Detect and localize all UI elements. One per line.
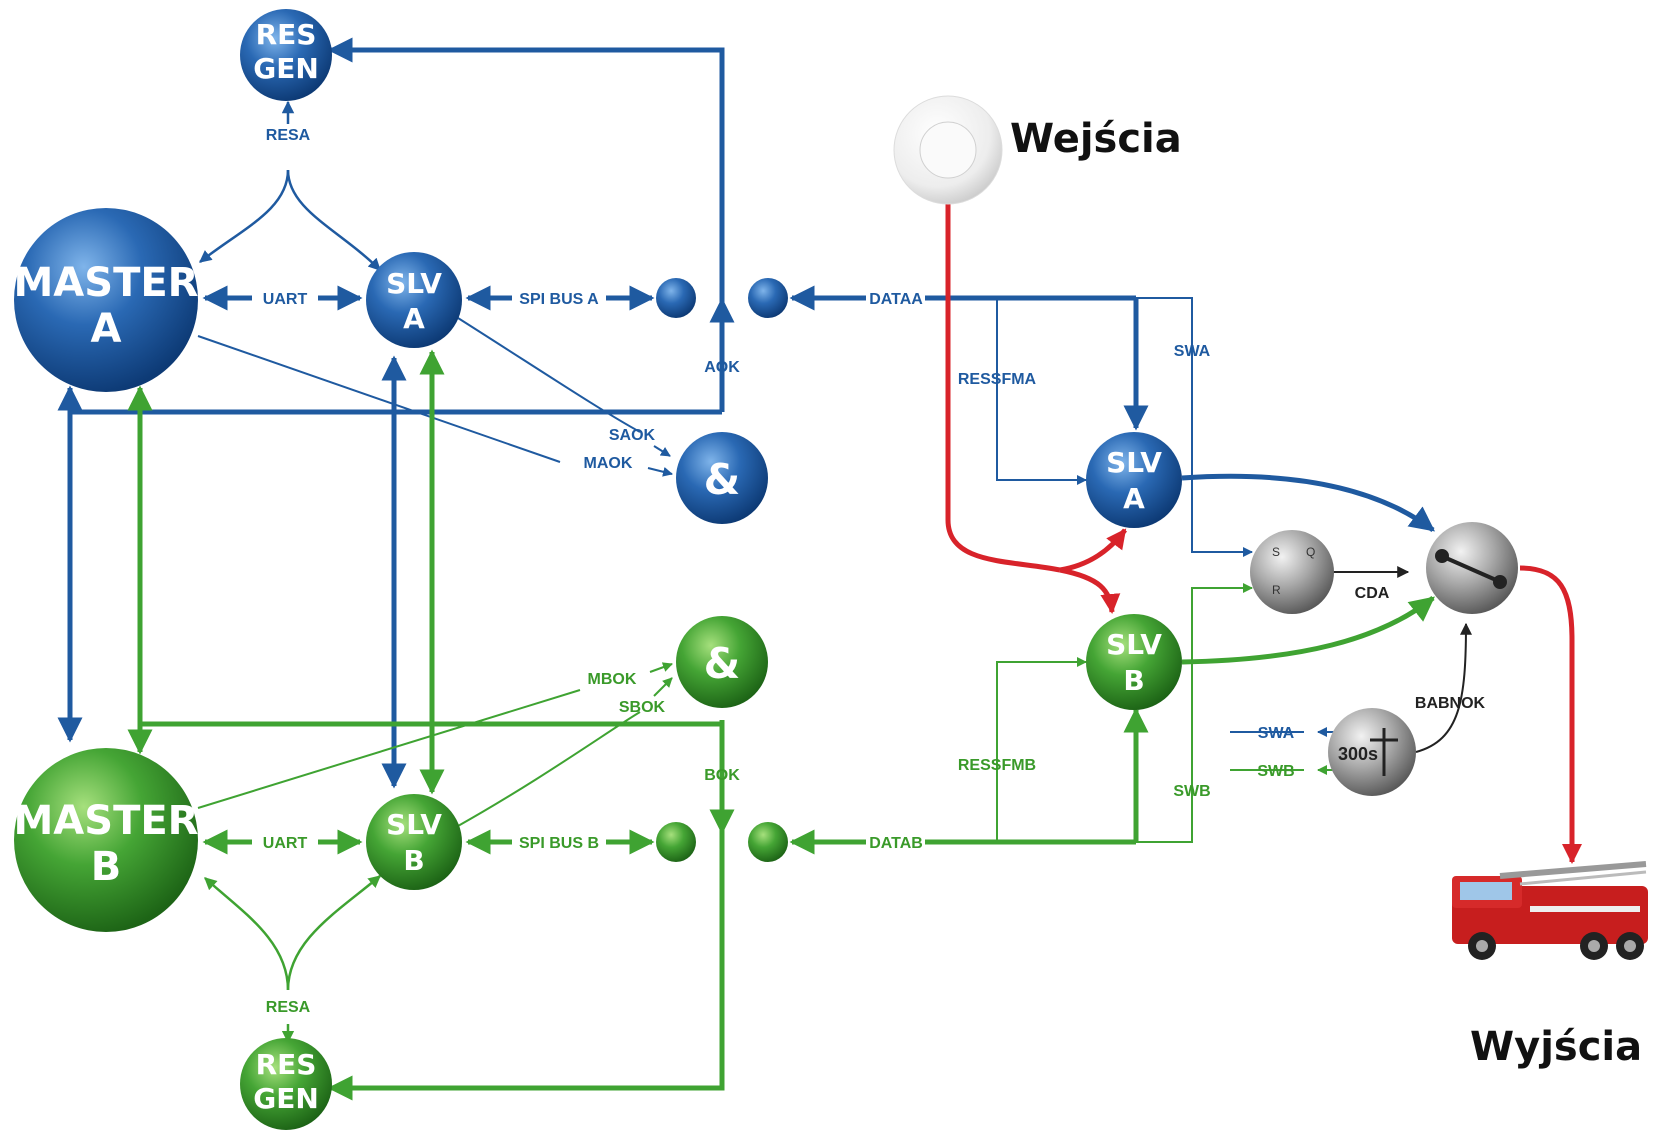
bus-a-junction-left bbox=[656, 278, 696, 318]
and-a-symbol: & bbox=[704, 455, 741, 504]
label-swb-timer: SWB bbox=[1257, 763, 1294, 780]
master-b-line1: MASTER bbox=[14, 798, 199, 844]
resgen-b-line2: GEN bbox=[253, 1082, 319, 1115]
label-maok: MAOK bbox=[584, 455, 633, 472]
bus-b-junction-right bbox=[748, 822, 788, 862]
master-b-line2: B bbox=[91, 844, 122, 890]
label-swa-top: SWA bbox=[1174, 343, 1211, 360]
resgen-a-node: RES GEN bbox=[240, 9, 332, 101]
aok-to-resgen-line bbox=[327, 37, 725, 410]
black-connections bbox=[1332, 566, 1472, 753]
label-resa-top: RESA bbox=[266, 127, 311, 144]
label-cda: CDA bbox=[1355, 585, 1390, 602]
timer-step-icon bbox=[1370, 728, 1398, 776]
slv-b-left-line1: SLV bbox=[386, 808, 442, 841]
sr-latch-q: Q bbox=[1306, 545, 1315, 559]
label-babnok: BABNOK bbox=[1415, 695, 1486, 712]
label-uart-a: UART bbox=[263, 291, 308, 308]
smoke-detector-icon bbox=[893, 95, 1003, 205]
diagram-labels: RESA UART SPI BUS A DATAA AOK SAOK MAOK … bbox=[263, 116, 1642, 1070]
switch-icon bbox=[1435, 549, 1507, 589]
label-ressfma: RESSFMA bbox=[958, 371, 1037, 388]
label-uart-b: UART bbox=[263, 835, 308, 852]
master-a-line2: A bbox=[91, 306, 122, 352]
green-connections bbox=[127, 349, 1435, 1101]
label-dataa: DATAA bbox=[869, 291, 923, 308]
resgen-b-line1: RES bbox=[256, 1048, 317, 1081]
label-spi-bus-a: SPI BUS A bbox=[519, 291, 599, 308]
label-swb-bottom: SWB bbox=[1173, 783, 1210, 800]
slv-b-right-line1: SLV bbox=[1106, 628, 1162, 661]
resgen-a-line1: RES bbox=[256, 18, 317, 51]
slv-b-left-node: SLV B bbox=[366, 794, 462, 890]
sr-latch-s: S bbox=[1272, 545, 1280, 559]
resgen-a-line2: GEN bbox=[253, 52, 319, 85]
and-a-node: & bbox=[676, 432, 768, 524]
slv-a-left-node: SLV A bbox=[366, 252, 462, 348]
bok-to-resgen-line bbox=[327, 720, 725, 1101]
slv-a-right-node: SLV A bbox=[1086, 432, 1182, 528]
label-aok: AOK bbox=[704, 359, 740, 376]
label-mbok: MBOK bbox=[588, 671, 637, 688]
and-b-node: & bbox=[676, 616, 768, 708]
label-resa-bottom: RESA bbox=[266, 999, 311, 1016]
slv-a-right-line1: SLV bbox=[1106, 446, 1162, 479]
slv-a-left-line1: SLV bbox=[386, 267, 442, 300]
bus-a-junction-right bbox=[748, 278, 788, 318]
slv-a-left-line2: A bbox=[403, 302, 425, 335]
label-sbok: SBOK bbox=[619, 699, 666, 716]
slv-b-right-node: SLV B bbox=[1086, 614, 1182, 710]
master-a-line1: MASTER bbox=[14, 260, 199, 306]
master-a-node: MASTER A bbox=[14, 208, 199, 392]
outputs-title: Wyjścia bbox=[1470, 1024, 1642, 1070]
sr-latch-node: S Q R bbox=[1250, 530, 1334, 614]
label-bok: BOK bbox=[704, 767, 740, 784]
blue-connections bbox=[57, 37, 1435, 789]
label-swa-timer: SWA bbox=[1258, 725, 1295, 742]
fire-truck-icon bbox=[1452, 861, 1648, 960]
bus-b-junction-left bbox=[656, 822, 696, 862]
master-b-node: MASTER B bbox=[14, 748, 199, 932]
resgen-b-node: RES GEN bbox=[240, 1038, 332, 1130]
inputs-title: Wejścia bbox=[1010, 116, 1182, 162]
red-connections bbox=[945, 200, 1582, 864]
label-ressfmb: RESSFMB bbox=[958, 757, 1036, 774]
and-b-symbol: & bbox=[704, 639, 741, 688]
label-spi-bus-b: SPI BUS B bbox=[519, 835, 599, 852]
label-datab: DATAB bbox=[869, 835, 923, 852]
sr-latch-r: R bbox=[1272, 583, 1281, 597]
timer-label: 300s bbox=[1338, 744, 1378, 764]
slv-a-right-line2: A bbox=[1123, 482, 1145, 515]
slv-b-left-line2: B bbox=[403, 844, 424, 877]
label-saok: SAOK bbox=[609, 427, 656, 444]
timer-node: 300s bbox=[1328, 708, 1416, 796]
slv-b-right-line2: B bbox=[1123, 664, 1144, 697]
output-switch-node bbox=[1426, 522, 1518, 614]
